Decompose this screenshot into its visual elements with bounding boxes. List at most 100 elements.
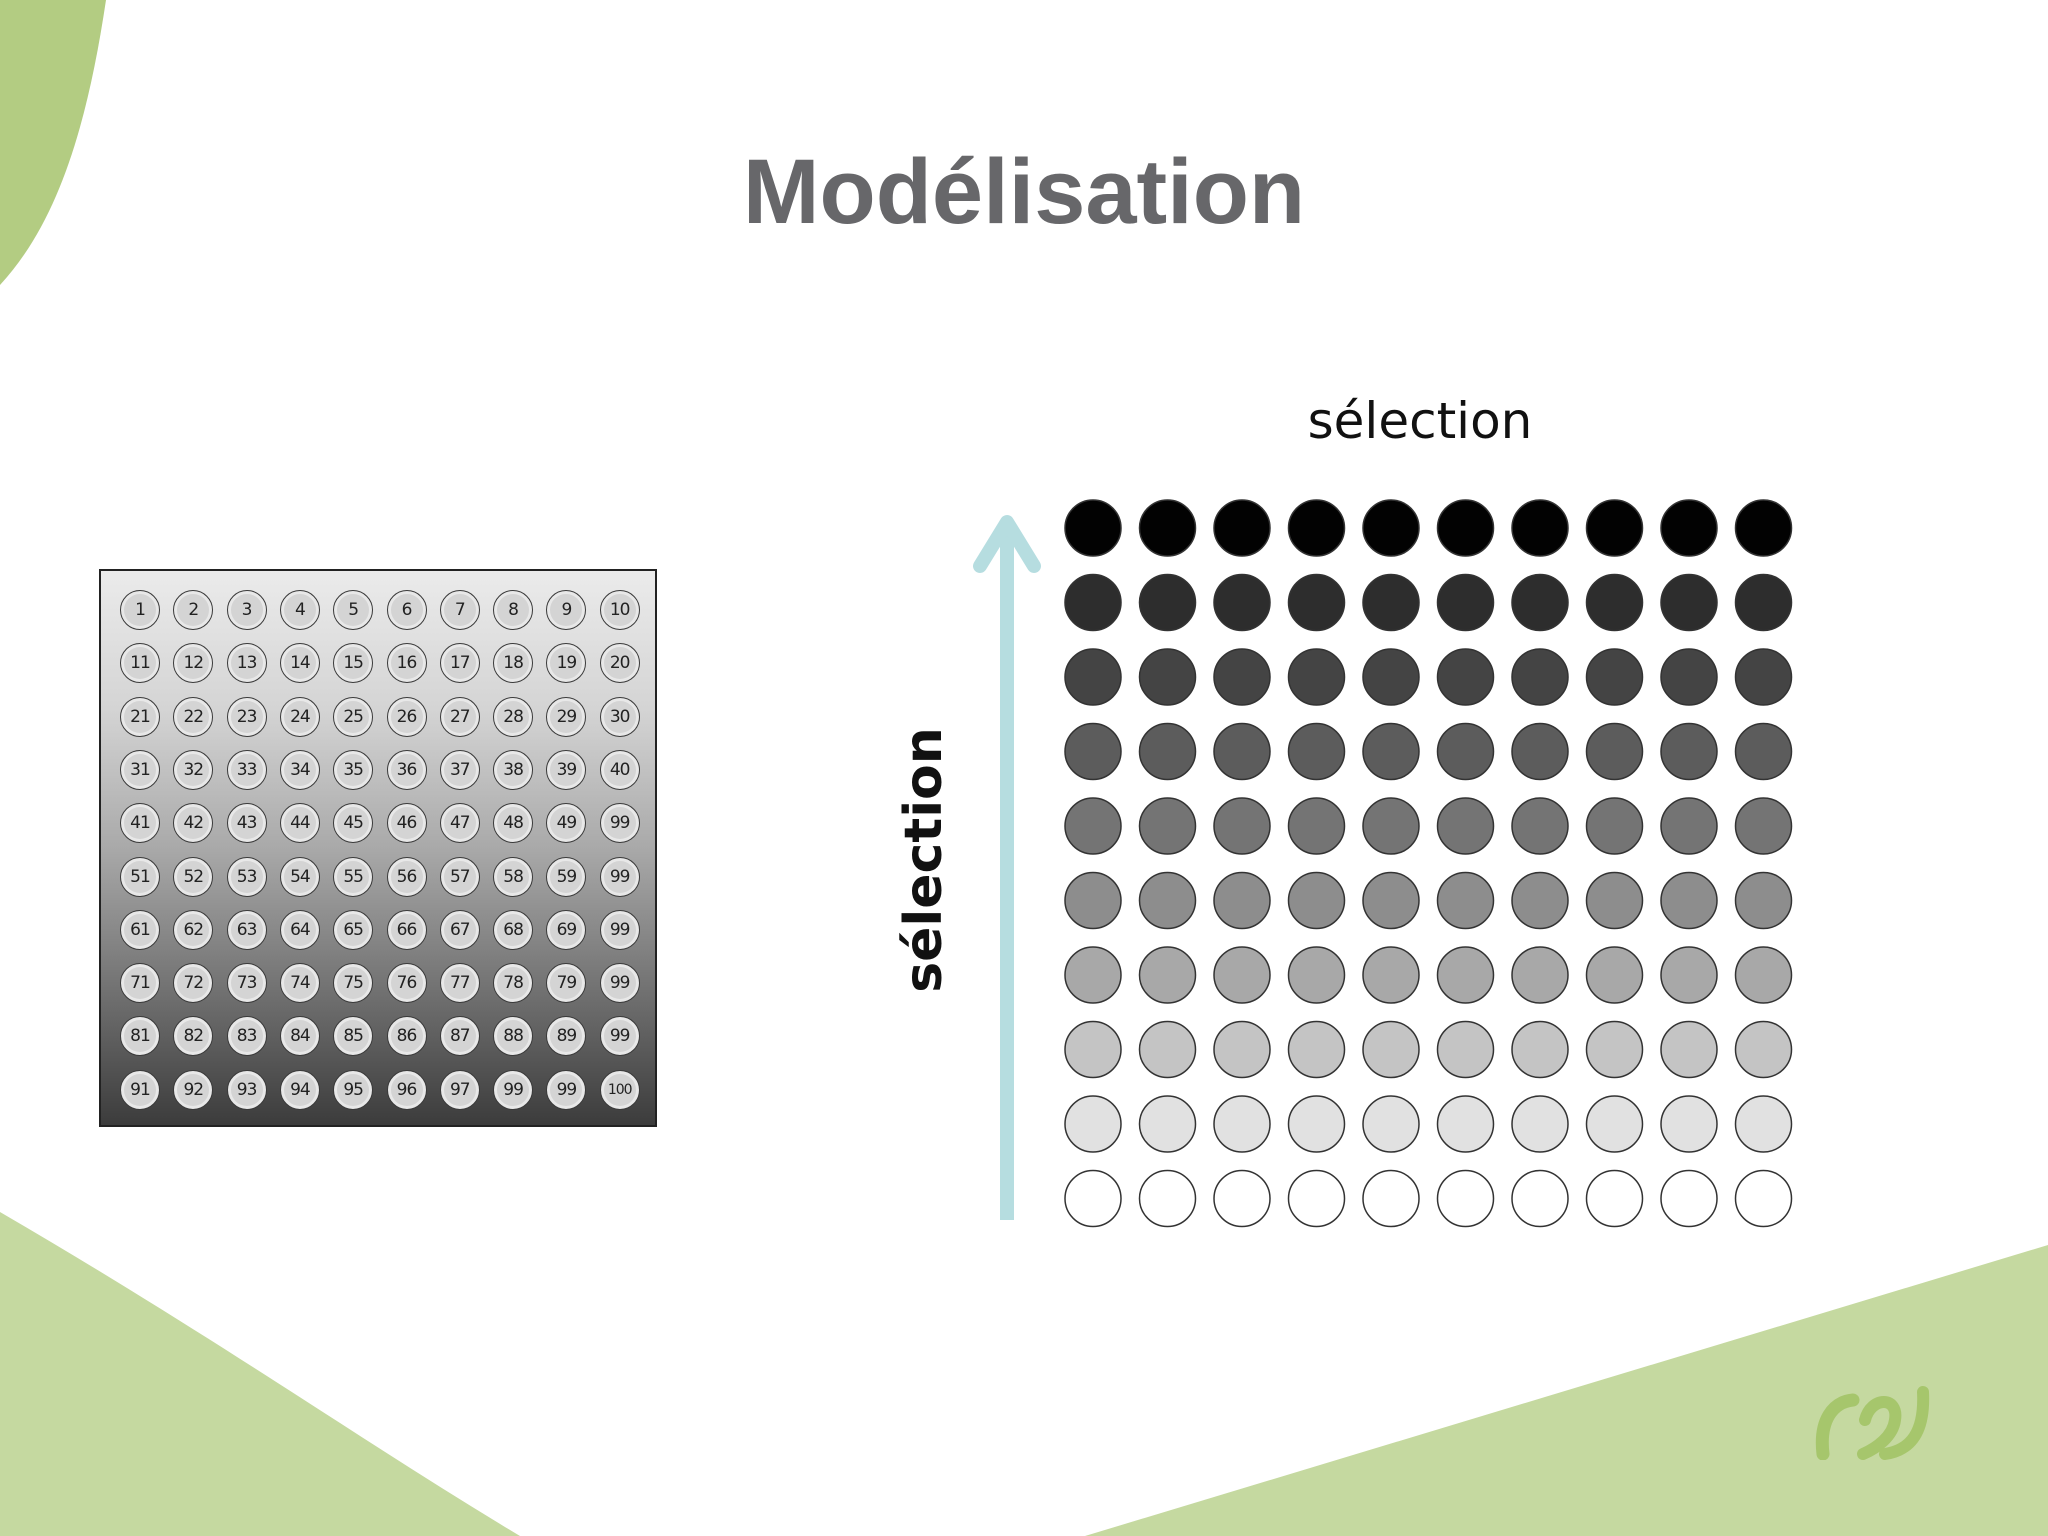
selection-dot <box>1511 499 1569 557</box>
numbered-ball: 7 <box>439 590 480 630</box>
selection-dot <box>1660 1169 1718 1228</box>
selection-dot <box>1213 499 1271 557</box>
selection-dot <box>1660 573 1718 632</box>
selection-dot <box>1660 871 1718 930</box>
numbered-ball: 58 <box>493 856 534 897</box>
numbered-ball: 41 <box>120 803 160 844</box>
selection-dot <box>1064 573 1122 632</box>
selection-dot-grid <box>1064 499 1793 1228</box>
selection-dot <box>1287 499 1346 557</box>
selection-dot <box>1213 1169 1271 1228</box>
selection-dot <box>1287 1095 1346 1153</box>
numbered-ball: 82 <box>173 1016 214 1057</box>
numbered-ball: 10 <box>599 590 640 630</box>
numbered-ball: 83 <box>226 1016 267 1057</box>
numbered-ball: 73 <box>226 963 267 1004</box>
selection-dot <box>1585 797 1644 855</box>
selection-dot <box>1660 946 1718 1004</box>
selection-dot <box>1362 499 1420 557</box>
selection-dot <box>1734 1020 1793 1079</box>
numbered-ball: 26 <box>386 696 427 737</box>
numbered-ball: 92 <box>173 1069 214 1110</box>
selection-dot <box>1138 499 1197 557</box>
selection-dot <box>1511 722 1569 781</box>
selection-dot <box>1362 1169 1420 1228</box>
selection-dot <box>1138 648 1197 706</box>
numbered-ball: 89 <box>546 1016 587 1057</box>
numbered-ball: 52 <box>173 856 214 897</box>
numbered-ball: 67 <box>439 909 480 950</box>
numbered-ball: 12 <box>173 643 214 684</box>
selection-dot <box>1362 1095 1420 1153</box>
numbered-ball: 39 <box>546 749 587 790</box>
numbered-ball: 65 <box>333 909 374 950</box>
selection-dot <box>1213 1020 1271 1079</box>
selection-dot <box>1064 722 1122 781</box>
selection-dot <box>1064 1020 1122 1079</box>
selection-dot <box>1436 797 1495 855</box>
selection-dot <box>1585 1169 1644 1228</box>
selection-dot <box>1362 1020 1420 1079</box>
selection-dot <box>1660 797 1718 855</box>
selection-dot <box>1287 573 1346 632</box>
numbered-ball: 25 <box>333 696 374 737</box>
selection-dot <box>1511 648 1569 706</box>
numbered-ball: 68 <box>493 909 534 950</box>
selection-dot <box>1213 648 1271 706</box>
selection-dot <box>1064 1169 1122 1228</box>
selection-dot <box>1287 1169 1346 1228</box>
numbered-ball: 8 <box>493 590 534 630</box>
numbered-ball: 54 <box>279 856 320 897</box>
numbered-ball: 99 <box>599 909 640 950</box>
selection-dot <box>1436 573 1495 632</box>
selection-dot <box>1138 871 1197 930</box>
selection-dot <box>1362 648 1420 706</box>
selection-dot <box>1734 871 1793 930</box>
numbered-ball: 13 <box>226 643 267 684</box>
numbered-ball: 6 <box>386 590 427 630</box>
selection-dot <box>1213 1095 1271 1153</box>
numbered-ball: 19 <box>546 643 587 684</box>
numbered-ball: 66 <box>386 909 427 950</box>
selection-dot <box>1585 871 1644 930</box>
numbered-ball: 86 <box>386 1016 427 1057</box>
numbered-ball: 85 <box>333 1016 374 1057</box>
numbered-ball: 79 <box>546 963 587 1004</box>
selection-side-label: sélection <box>894 727 954 993</box>
top-left-green-shape <box>0 0 106 285</box>
selection-dot <box>1213 946 1271 1004</box>
numbered-ball: 32 <box>173 749 214 790</box>
selection-dot <box>1064 871 1122 930</box>
selection-dot <box>1138 946 1197 1004</box>
selection-dot <box>1511 1095 1569 1153</box>
selection-dot <box>1734 648 1793 706</box>
numbered-ball: 56 <box>386 856 427 897</box>
numbered-ball: 3 <box>226 590 267 630</box>
numbered-ball: 28 <box>493 696 534 737</box>
numbered-ball: 100 <box>599 1069 640 1110</box>
selection-dot <box>1436 1020 1495 1079</box>
selection-dot <box>1734 573 1793 632</box>
selection-dot <box>1436 1095 1495 1153</box>
selection-dot <box>1660 1095 1718 1153</box>
numbered-ball: 87 <box>439 1016 480 1057</box>
selection-dot <box>1734 1169 1793 1228</box>
selection-dot <box>1287 1020 1346 1079</box>
selection-dot <box>1585 1020 1644 1079</box>
selection-dot <box>1660 648 1718 706</box>
numbered-ball: 96 <box>386 1069 427 1110</box>
numbered-ball: 99 <box>493 1069 534 1110</box>
selection-arrow-icon <box>973 515 1041 1220</box>
numbered-ball: 23 <box>226 696 267 737</box>
selection-dot <box>1511 1169 1569 1228</box>
numbered-ball: 21 <box>120 696 160 737</box>
numbered-ball: 93 <box>226 1069 267 1110</box>
selection-dot <box>1436 946 1495 1004</box>
selection-dot <box>1511 797 1569 855</box>
numbered-ball: 69 <box>546 909 587 950</box>
numbered-ball: 72 <box>173 963 214 1004</box>
selection-dot <box>1064 797 1122 855</box>
numbered-ball: 61 <box>120 909 160 950</box>
